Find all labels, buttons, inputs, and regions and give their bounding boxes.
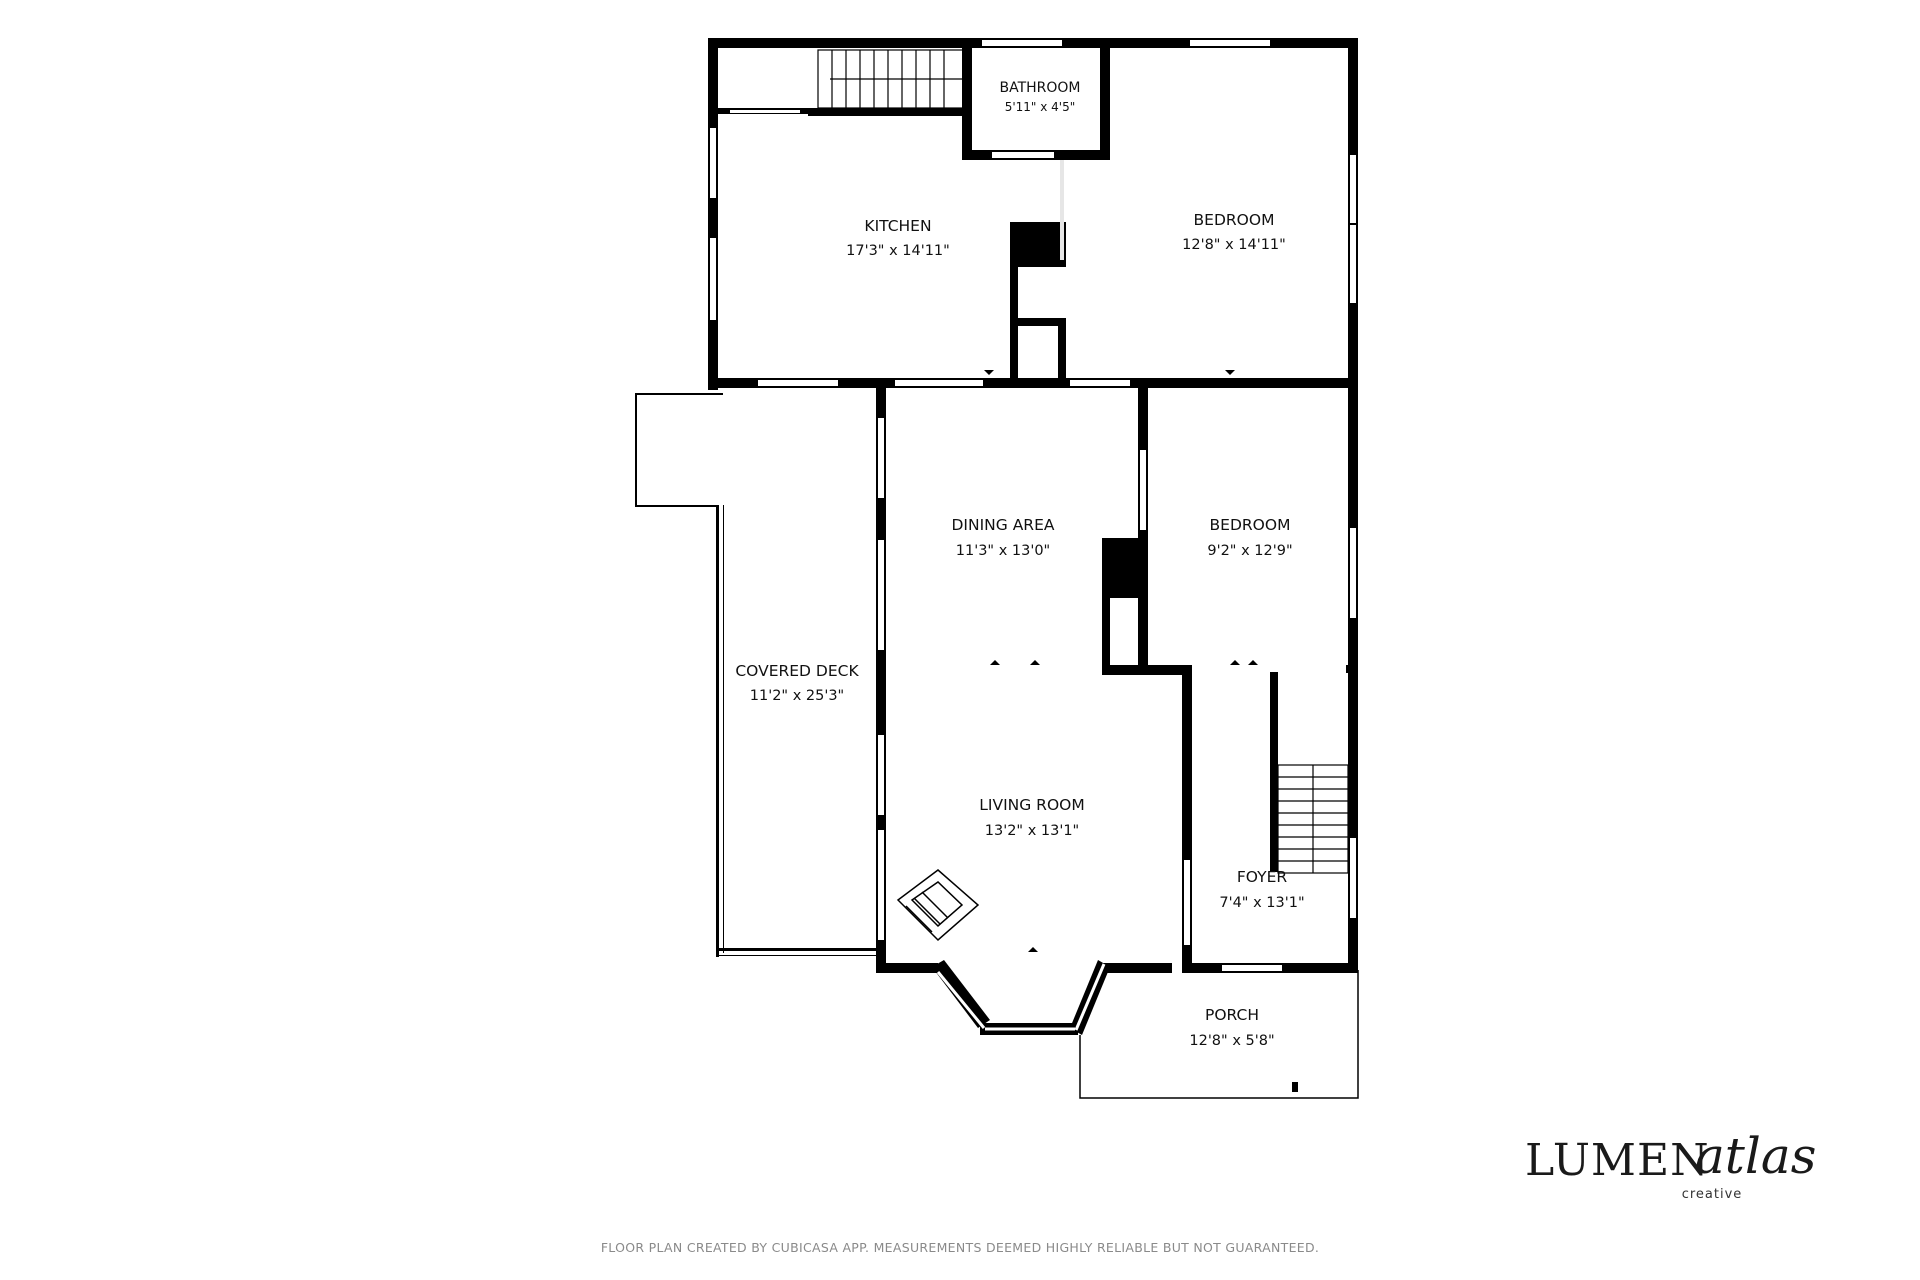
- wall: [1010, 318, 1066, 326]
- room-label-covered-deck: COVERED DECK: [735, 662, 859, 680]
- room-dims-bedroom-north: 12'8" x 14'11": [1182, 237, 1286, 253]
- room-dims-covered-deck: 11'2" x 25'3": [750, 688, 844, 704]
- window: [878, 830, 884, 940]
- wall: [1348, 38, 1358, 973]
- room-labels: BATHROOM 5'11" x 4'5" KITCHEN 17'3" x 14…: [735, 80, 1304, 1049]
- walls: [635, 38, 1359, 1099]
- room-label-dining-area: DINING AREA: [952, 516, 1055, 534]
- deck-edge: [635, 393, 723, 395]
- window: [1222, 965, 1282, 971]
- window: [1070, 380, 1130, 386]
- brand-script-text: atlas: [1695, 1127, 1816, 1185]
- window: [878, 735, 884, 815]
- porch-outline: [1079, 970, 1359, 1099]
- wall: [1270, 672, 1278, 872]
- window: [1350, 225, 1356, 303]
- room-dims-foyer: 7'4" x 13'1": [1219, 895, 1304, 911]
- window: [895, 380, 983, 386]
- room-dims-dining-area: 11'3" x 13'0": [956, 543, 1050, 559]
- fireplace: [896, 869, 980, 942]
- brand-logo: LUMEN atlas creative: [1525, 1127, 1816, 1202]
- window: [710, 238, 716, 320]
- room-label-bedroom-north: BEDROOM: [1194, 211, 1275, 229]
- deck-edge: [716, 505, 719, 957]
- window: [992, 152, 1054, 158]
- brand-sub-text: creative: [1682, 1187, 1743, 1202]
- window: [878, 540, 884, 650]
- stairs: [1271, 764, 1349, 874]
- disclaimer: FLOOR PLAN CREATED BY CUBICASA APP. MEAS…: [600, 1240, 1320, 1255]
- room-label-bathroom: BATHROOM: [999, 80, 1080, 96]
- wall: [876, 963, 938, 973]
- window: [1350, 528, 1356, 618]
- window: [1140, 450, 1146, 530]
- window: [758, 380, 838, 386]
- deck-edge: [635, 393, 637, 505]
- wall: [1182, 665, 1192, 965]
- room-label-living-room: LIVING ROOM: [979, 796, 1084, 814]
- room-label-kitchen: KITCHEN: [864, 217, 931, 235]
- wall: [1346, 665, 1358, 673]
- deck-edge: [723, 505, 724, 953]
- wall: [962, 48, 972, 158]
- wall: [1102, 598, 1110, 673]
- window: [982, 40, 1062, 46]
- markers: [984, 370, 1258, 952]
- room-dims-porch: 12'8" x 5'8": [1189, 1033, 1274, 1049]
- brand-main-text: LUMEN: [1525, 1135, 1710, 1186]
- room-dims-bedroom-east: 9'2" x 12'9": [1207, 543, 1292, 559]
- window: [730, 110, 800, 113]
- deck-edge: [635, 505, 718, 507]
- window: [1184, 860, 1190, 945]
- deck-edge: [716, 948, 880, 951]
- wall: [1058, 318, 1066, 385]
- window: [1350, 155, 1356, 223]
- wall: [708, 38, 718, 390]
- window: [878, 418, 884, 498]
- window: [1350, 838, 1356, 918]
- window: [1190, 40, 1270, 46]
- stairs: [817, 49, 964, 109]
- window: [710, 128, 716, 198]
- room-label-foyer: FOYER: [1237, 868, 1288, 886]
- window: [1060, 160, 1064, 260]
- bay-window: [932, 960, 1110, 1035]
- deck-edge: [716, 955, 880, 956]
- room-dims-living-room: 13'2" x 13'1": [985, 823, 1079, 839]
- porch-post: [1292, 1082, 1298, 1092]
- room-label-porch: PORCH: [1205, 1006, 1259, 1024]
- wall: [1102, 665, 1192, 675]
- room-dims-bathroom: 5'11" x 4'5": [1005, 100, 1076, 114]
- wall: [808, 108, 963, 116]
- wall: [1100, 48, 1110, 160]
- room-dims-kitchen: 17'3" x 14'11": [846, 243, 950, 259]
- wall: [876, 385, 886, 973]
- room-label-bedroom-east: BEDROOM: [1210, 516, 1291, 534]
- chimney: [1010, 222, 1066, 267]
- chimney: [1102, 538, 1142, 598]
- wall: [708, 378, 1358, 388]
- wall: [1102, 963, 1172, 973]
